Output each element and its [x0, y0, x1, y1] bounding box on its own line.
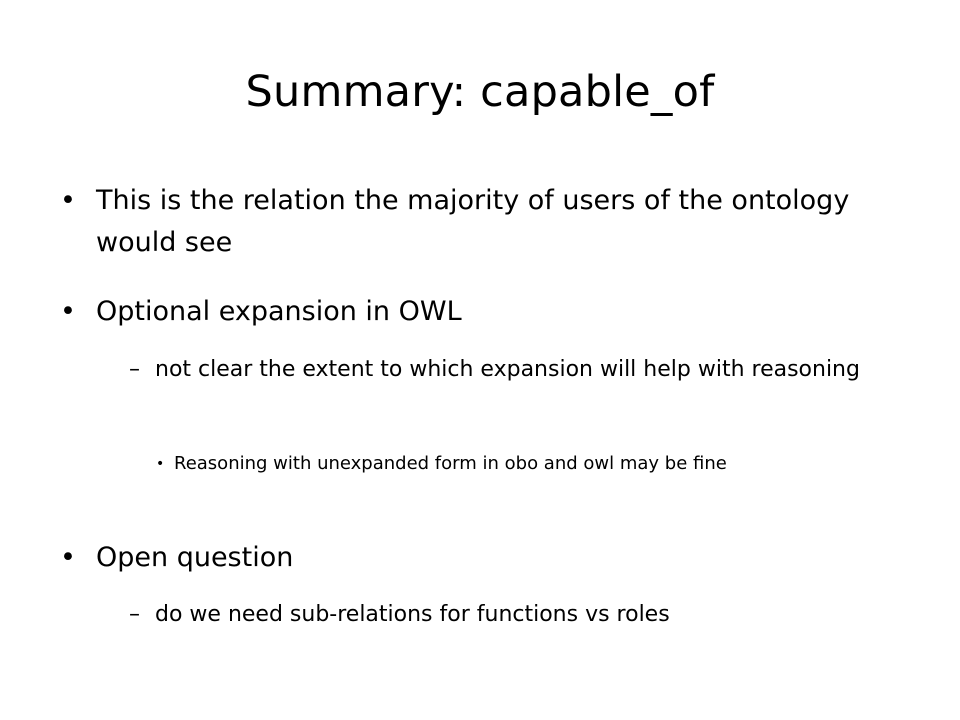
- bullet-marker: •: [156, 456, 165, 472]
- bullet-item-level1: • Optional expansion in OWL: [60, 291, 910, 333]
- bullet-text: This is the relation the majority of use…: [96, 185, 850, 258]
- bullet-text: do we need sub-relations for functions v…: [155, 602, 670, 627]
- bullet-item-level1: • Open question: [60, 537, 910, 579]
- bullet-text: Reasoning with unexpanded form in obo an…: [174, 453, 727, 474]
- slide-title: Summary: capable_of: [245, 67, 715, 117]
- bullet-item-level3: • Reasoning with unexpanded form in obo …: [156, 449, 876, 479]
- dash-marker: –: [129, 602, 140, 627]
- bullet-marker: •: [60, 542, 76, 573]
- bullet-item-level2: – not clear the extent to which expansio…: [129, 353, 909, 387]
- bullet-text: Open question: [96, 542, 294, 573]
- dash-marker: –: [129, 357, 140, 382]
- bullet-marker: •: [60, 185, 76, 216]
- bullet-item-level1: • This is the relation the majority of u…: [60, 180, 910, 264]
- bullet-text: Optional expansion in OWL: [96, 296, 462, 327]
- bullet-item-level2: – do we need sub-relations for functions…: [129, 598, 909, 632]
- bullet-text: not clear the extent to which expansion …: [155, 357, 860, 382]
- bullet-marker: •: [60, 296, 76, 327]
